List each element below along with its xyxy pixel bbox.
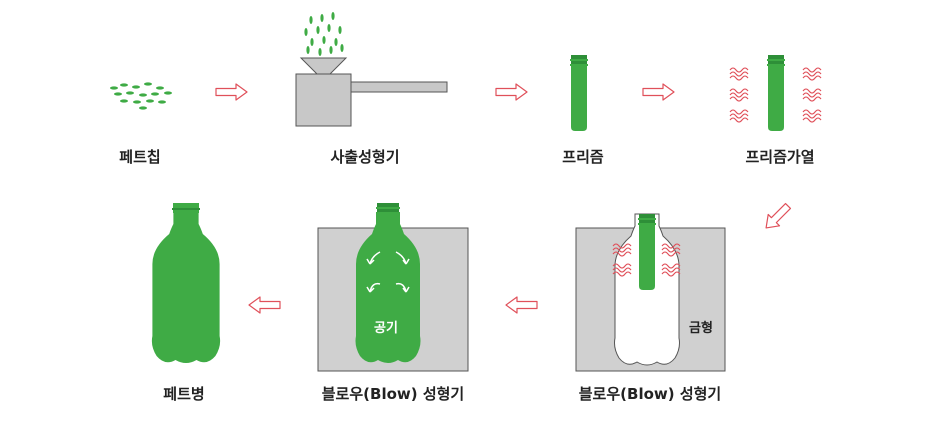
flow-arrow-icon bbox=[759, 199, 795, 235]
step-label-injection-molder: 사출성형기 bbox=[330, 148, 400, 166]
blow-mold-air-icon bbox=[317, 203, 469, 372]
blow-mold-icon bbox=[575, 213, 726, 372]
step-label-pet-chips: 페트칩 bbox=[119, 148, 161, 166]
step-label-blow-molding-air: 블로우(Blow) 성형기 bbox=[321, 385, 465, 403]
flow-arrow-icon bbox=[248, 296, 281, 314]
pet-chips-icon bbox=[110, 82, 172, 110]
step-label-preform: 프리즘 bbox=[562, 148, 604, 166]
flow-arrow-icon bbox=[215, 83, 248, 101]
flow-arrow-icon bbox=[495, 83, 528, 101]
injection-molder-icon bbox=[295, 12, 448, 127]
step-label-pet-bottle: 페트병 bbox=[163, 385, 205, 403]
step-label-blow-molding-mold: 블로우(Blow) 성형기 bbox=[578, 385, 722, 403]
air-label: 공기 bbox=[374, 321, 398, 336]
step-label-preform-heating: 프리즘가열 bbox=[745, 148, 815, 166]
flow-arrow-icon bbox=[642, 83, 675, 101]
heated-preform-icon bbox=[729, 55, 822, 131]
mold-label: 금형 bbox=[689, 321, 713, 336]
preform-icon bbox=[570, 55, 588, 131]
pet-bottle-icon bbox=[151, 203, 221, 363]
flow-arrow-icon bbox=[505, 296, 538, 314]
